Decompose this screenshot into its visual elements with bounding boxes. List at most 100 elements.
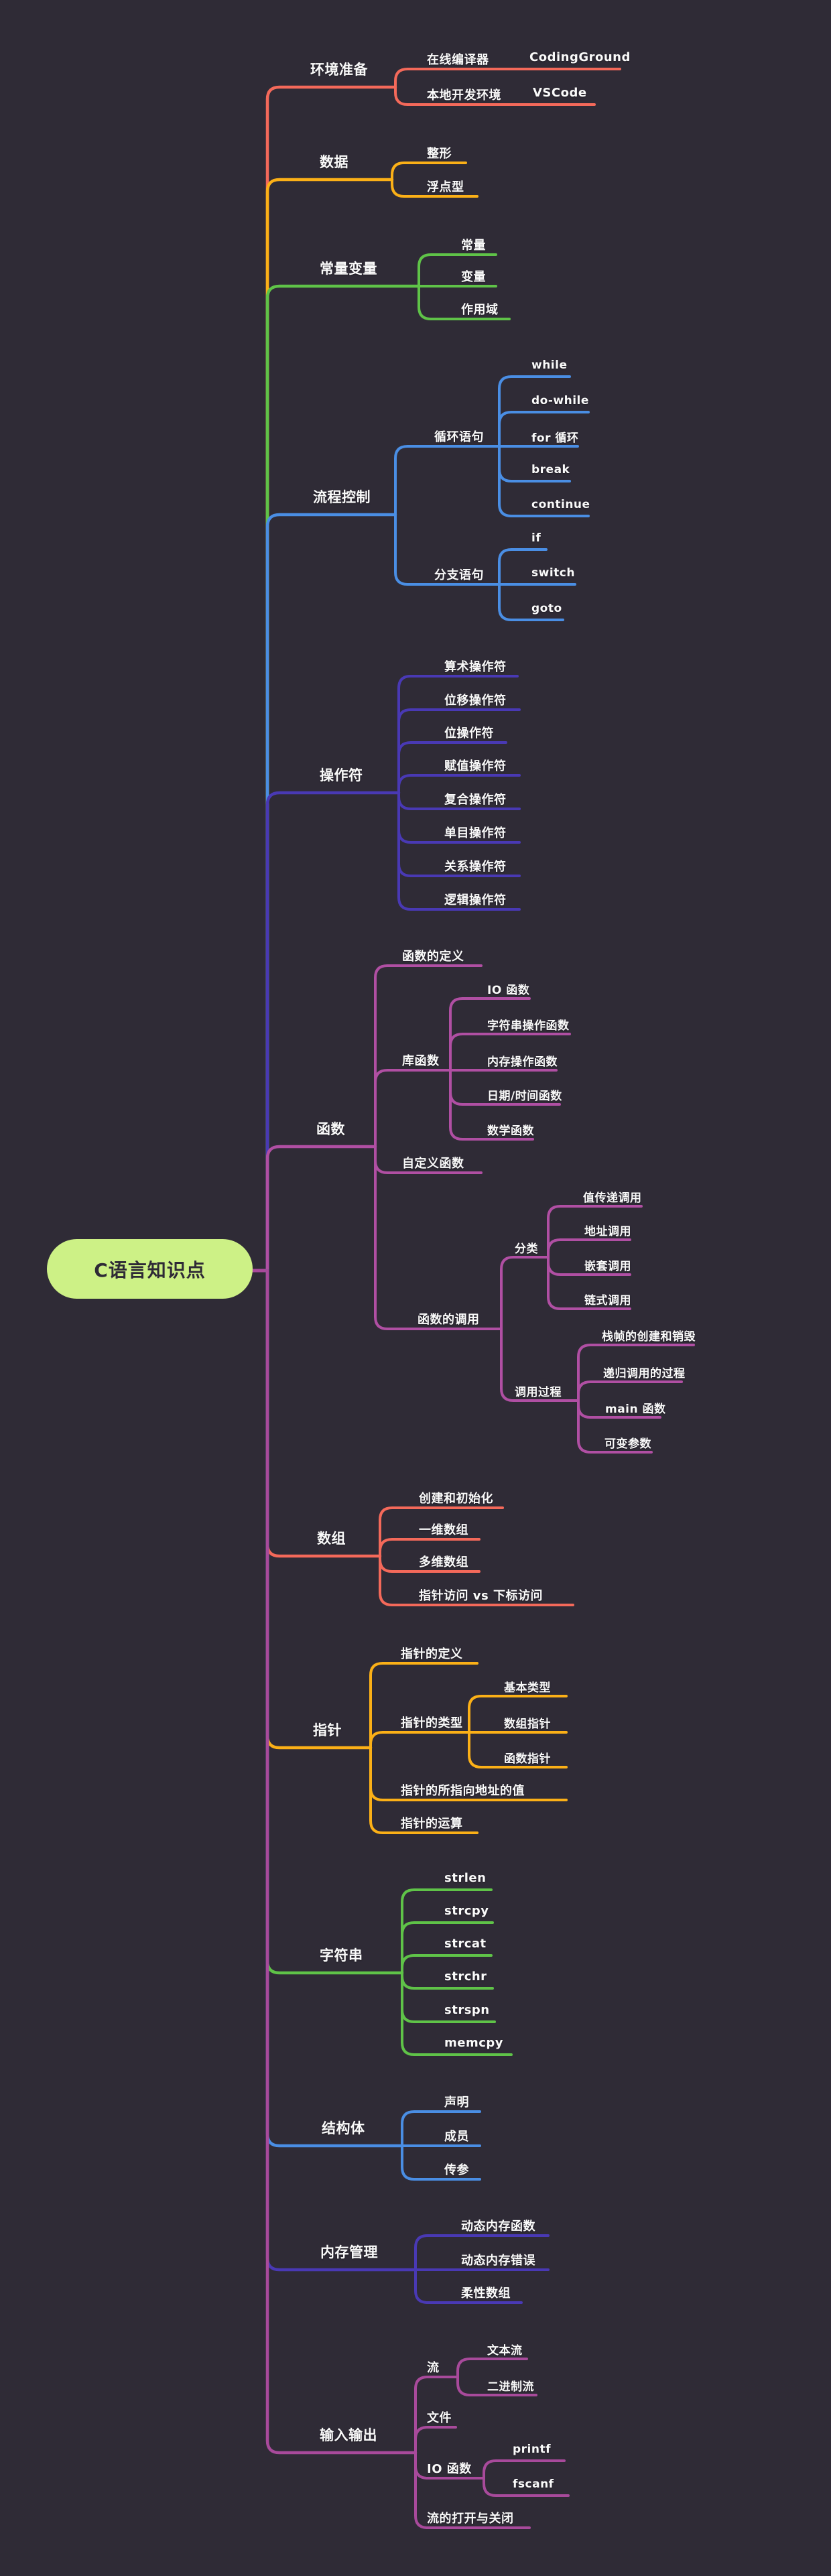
node-main-function[interactable]: main 函数: [605, 1403, 666, 1416]
node-unary-op[interactable]: 单目操作符: [444, 826, 507, 840]
node-func-definition[interactable]: 函数的定义: [402, 950, 464, 964]
node-datetime-functions[interactable]: 日期/时间函数: [487, 1090, 562, 1103]
node-call-by-address[interactable]: 地址调用: [584, 1225, 631, 1238]
node-call-categories[interactable]: 分类: [515, 1242, 538, 1256]
node-arith-op[interactable]: 算术操作符: [444, 660, 507, 674]
node-math-functions[interactable]: 数学函数: [487, 1124, 534, 1138]
node-call-process[interactable]: 调用过程: [515, 1386, 562, 1399]
branch-connector: [449, 1069, 534, 1141]
node-pointer-vs-index[interactable]: 指针访问 vs 下标访问: [419, 1589, 543, 1603]
node-data[interactable]: 数据: [320, 154, 348, 170]
node-functions[interactable]: 函数: [316, 1121, 345, 1137]
node-array-pointer[interactable]: 数组指针: [504, 1718, 551, 1731]
node-strcat[interactable]: strcat: [444, 1937, 487, 1951]
node-vscode[interactable]: VSCode: [533, 86, 587, 100]
node-dynamic-mem-func[interactable]: 动态内存函数: [461, 2219, 535, 2234]
node-text-stream[interactable]: 文本流: [487, 2344, 523, 2358]
node-flow-control[interactable]: 流程控制: [313, 489, 371, 505]
node-structs[interactable]: 结构体: [322, 2120, 365, 2136]
node-pointers[interactable]: 指针: [313, 1722, 342, 1738]
node-struct-params[interactable]: 传参: [444, 2163, 469, 2177]
branch-connector: [414, 2234, 550, 2271]
root-node[interactable]: C语言知识点: [47, 1239, 253, 1299]
node-shift-op[interactable]: 位移操作符: [444, 694, 507, 708]
node-basic-type[interactable]: 基本类型: [504, 1681, 551, 1695]
node-stack-frame[interactable]: 栈帧的创建和销毁: [602, 1330, 696, 1344]
node-const-var[interactable]: 常量变量: [320, 261, 377, 277]
node-io-functions-lib[interactable]: IO 函数: [487, 984, 530, 997]
node-codingground[interactable]: CodingGround: [529, 50, 631, 64]
node-logical-op[interactable]: 逻辑操作符: [444, 893, 507, 907]
node-pointer-arithmetic[interactable]: 指针的运算: [401, 1817, 463, 1831]
node-function-call[interactable]: 函数的调用: [418, 1313, 480, 1327]
node-constant[interactable]: 常量: [461, 239, 486, 253]
node-custom-functions[interactable]: 自定义函数: [402, 1157, 464, 1171]
node-library-functions[interactable]: 库函数: [402, 1054, 440, 1068]
node-while[interactable]: while: [531, 359, 568, 372]
node-strspn[interactable]: strspn: [444, 2003, 490, 2017]
branch-connector: [401, 1888, 493, 1974]
node-continue[interactable]: continue: [531, 498, 590, 511]
node-assign-op[interactable]: 赋值操作符: [444, 759, 507, 773]
node-for-loop[interactable]: for 循环: [531, 432, 579, 445]
branch-connector: [379, 1555, 574, 1606]
node-float[interactable]: 浮点型: [427, 180, 464, 194]
node-bit-op[interactable]: 位操作符: [444, 726, 494, 740]
node-struct-declare[interactable]: 声明: [444, 2096, 469, 2110]
node-do-while[interactable]: do-while: [531, 394, 589, 407]
node-array-init[interactable]: 创建和初始化: [419, 1492, 493, 1506]
branch-connector: [265, 1145, 377, 1273]
node-nested-call[interactable]: 嵌套调用: [584, 1260, 631, 1273]
node-loop-statements[interactable]: 循环语句: [434, 430, 484, 444]
node-env-setup[interactable]: 环境准备: [310, 62, 368, 78]
node-call-by-value[interactable]: 值传递调用: [583, 1192, 642, 1205]
node-online-compiler[interactable]: 在线编译器: [427, 53, 489, 67]
node-local-dev-env[interactable]: 本地开发环境: [427, 88, 501, 103]
node-pointer-types[interactable]: 指针的类型: [401, 1716, 463, 1730]
node-operators[interactable]: 操作符: [320, 767, 363, 783]
node-strchr[interactable]: strchr: [444, 1970, 487, 1984]
node-variadic-params[interactable]: 可变参数: [604, 1437, 651, 1451]
node-stream[interactable]: 流: [427, 2361, 440, 2375]
node-switch[interactable]: switch: [531, 566, 575, 580]
node-break[interactable]: break: [531, 463, 570, 476]
node-io-functions[interactable]: IO 函数: [427, 2462, 472, 2476]
node-if[interactable]: if: [531, 531, 541, 545]
branch-connector: [265, 284, 421, 1273]
node-arrays[interactable]: 数组: [317, 1531, 346, 1547]
branch-connector: [414, 2451, 531, 2529]
node-fscanf[interactable]: fscanf: [513, 2477, 554, 2491]
node-struct-members[interactable]: 成员: [444, 2130, 469, 2144]
node-variable[interactable]: 变量: [461, 270, 486, 284]
node-file[interactable]: 文件: [427, 2411, 452, 2425]
node-relational-op[interactable]: 关系操作符: [444, 860, 507, 874]
node-1d-array[interactable]: 一维数组: [419, 1523, 468, 1537]
node-dynamic-mem-errors[interactable]: 动态内存错误: [461, 2254, 535, 2268]
node-goto[interactable]: goto: [531, 602, 562, 615]
node-flexible-array[interactable]: 柔性数组: [461, 2287, 511, 2301]
node-printf[interactable]: printf: [513, 2443, 552, 2456]
node-pointer-definition[interactable]: 指针的定义: [401, 1647, 463, 1661]
node-scope[interactable]: 作用域: [461, 303, 499, 317]
node-multi-array[interactable]: 多维数组: [419, 1555, 468, 1569]
node-strlen[interactable]: strlen: [444, 1871, 487, 1885]
node-compound-op[interactable]: 复合操作符: [444, 793, 507, 807]
node-strcpy[interactable]: strcpy: [444, 1904, 489, 1918]
node-strings[interactable]: 字符串: [320, 1947, 363, 1963]
node-stream-open-close[interactable]: 流的打开与关闭: [427, 2512, 514, 2526]
node-memory-mgmt[interactable]: 内存管理: [320, 2244, 378, 2260]
node-chained-call[interactable]: 链式调用: [584, 1294, 631, 1307]
branch-connector: [483, 2477, 570, 2497]
node-binary-stream[interactable]: 二进制流: [487, 2380, 534, 2394]
branch-connector: [577, 1399, 653, 1454]
node-integer[interactable]: 整形: [427, 147, 452, 161]
node-memcpy[interactable]: memcpy: [444, 2036, 504, 2050]
node-io[interactable]: 输入输出: [320, 2427, 377, 2443]
node-string-op-functions[interactable]: 字符串操作函数: [487, 1019, 570, 1033]
node-pointer-deref-value[interactable]: 指针的所指向地址的值: [401, 1784, 525, 1798]
node-function-pointer[interactable]: 函数指针: [504, 1752, 551, 1766]
node-branch-statements[interactable]: 分支语句: [434, 568, 484, 582]
branch-connector: [394, 513, 501, 586]
node-memory-op-functions[interactable]: 内存操作函数: [487, 1055, 558, 1069]
node-recursive-call[interactable]: 递归调用的过程: [603, 1367, 686, 1380]
